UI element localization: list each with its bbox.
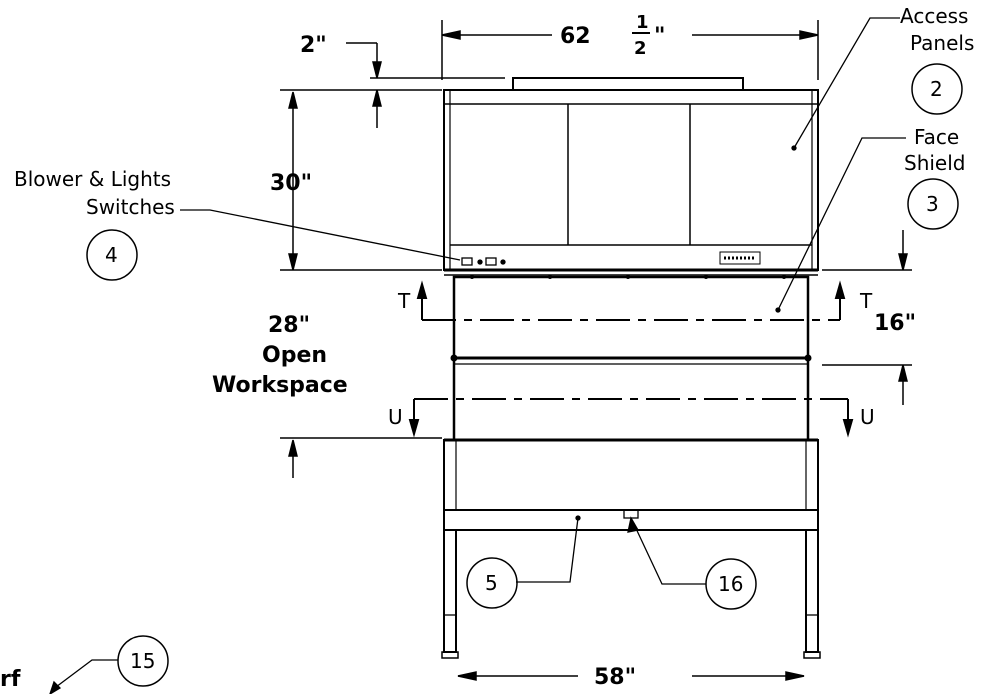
dim-top-clearance [280,42,505,128]
dim-width-inch: " [654,24,665,49]
dim-shield-height [822,230,912,405]
stand [441,509,821,659]
dim-width-whole: 62 [560,24,591,49]
section-line-u [408,398,854,438]
dim-cabinet-height [280,91,442,271]
callout-face-shield [775,137,959,313]
callout-number-5: 5 [485,571,498,595]
callout-number-3: 3 [926,192,939,216]
dim-width-numerator: 1 [636,12,649,33]
exhaust-collar [512,77,744,91]
callout-base [466,515,581,609]
callout-partial [49,635,169,694]
callout-switches [86,209,461,281]
section-u-left: U [388,405,403,429]
dim-shield-height-label: 16" [874,311,916,336]
callout-access-panels [791,17,963,151]
section-u-right: U [860,405,875,429]
dim-base-width-label: 58" [594,665,636,690]
partial-label: rf [0,667,21,692]
callout-number-4: 4 [105,243,118,267]
section-t-right: T [859,289,873,313]
dim-open-height-label: 28" [268,313,310,338]
switches-line1: Blower & Lights [14,167,171,191]
dim-width-denominator: 2 [634,38,647,59]
dim-top-clearance-label: 2" [300,33,327,58]
dim-open-label-2: Workspace [212,373,348,398]
section-line-t [416,280,846,321]
cabinet-outline [441,77,821,659]
callout-drain [627,516,757,610]
access-panels-line2: Panels [910,31,974,55]
cabinet-body [443,89,819,271]
face-shield-line1: Face [914,125,959,149]
dim-overall-width [441,20,819,80]
callout-number-16: 16 [718,572,743,596]
dim-open-workspace [280,437,442,478]
face-shield-line2: Shield [904,151,965,175]
right-leg [805,529,819,653]
dim-open-label-1: Open [262,343,327,368]
left-leg [443,529,457,653]
access-panels-line1: Access [900,4,968,28]
section-t-left: T [397,289,411,313]
switches-line2: Switches [86,195,175,219]
switch-panel [461,257,506,266]
callout-number-2: 2 [930,77,943,101]
dim-cabinet-height-label: 30" [270,171,312,196]
dim-base-width [457,671,805,681]
callout-number-15: 15 [130,649,155,673]
gauge-panel [719,251,761,265]
access-panels [567,104,691,245]
